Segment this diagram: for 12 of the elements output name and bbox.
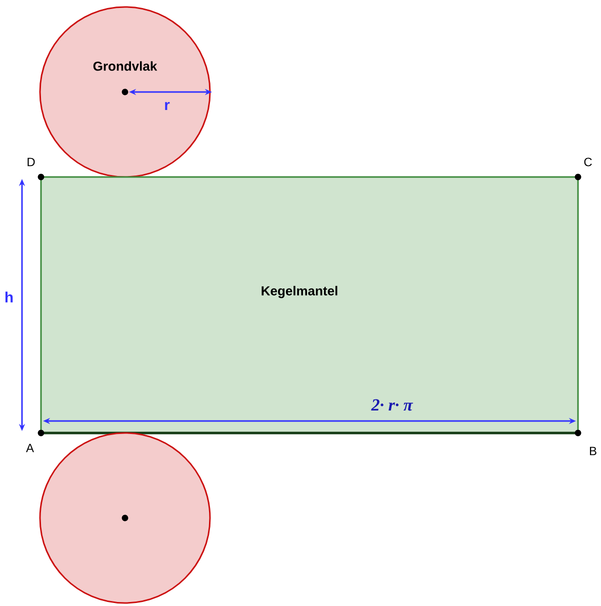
- point-label: A: [26, 444, 34, 452]
- node-title: Kegelmantel: [262, 286, 338, 298]
- base-circle: [39, 432, 211, 604]
- node-title: Grondvlak: [93, 61, 158, 71]
- dimension-label: r: [165, 102, 170, 110]
- point-label: B: [590, 446, 596, 456]
- dimension-label: h: [5, 292, 13, 302]
- formula-label: 2· r· π: [371, 399, 414, 411]
- point-label: D: [28, 158, 35, 166]
- point-label: C: [584, 158, 592, 166]
- lateral-surface-rectangle: [40, 176, 579, 434]
- base-circle: [39, 6, 211, 178]
